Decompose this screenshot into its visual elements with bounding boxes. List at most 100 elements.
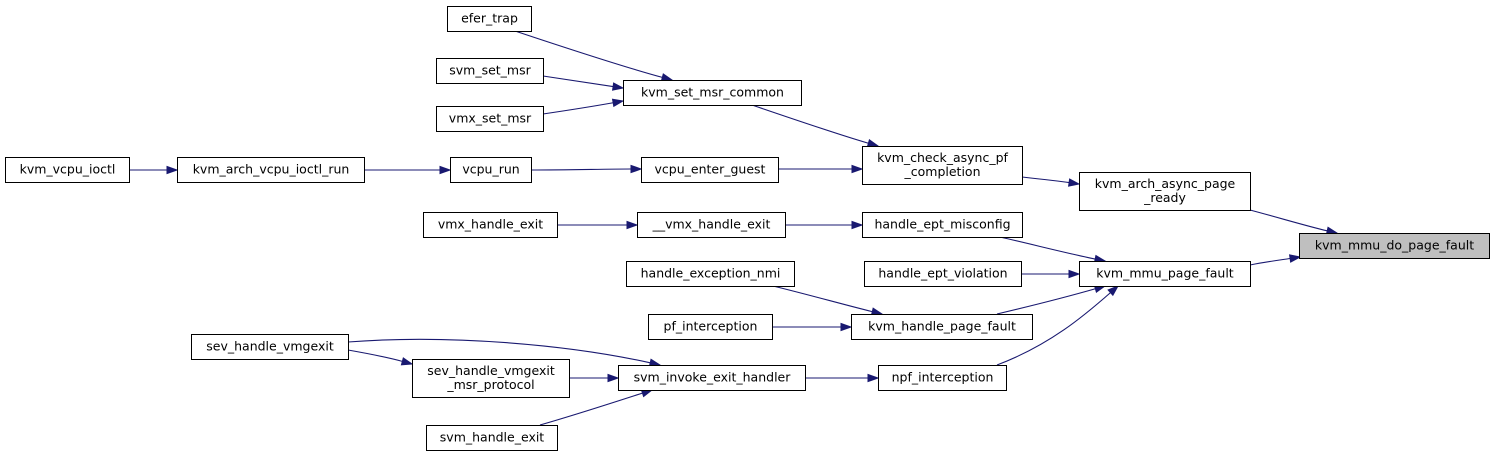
- node-handle-ept-violation[interactable]: handle_ept_violation: [864, 261, 1022, 287]
- node-label: sev_handle_vmgexit: [206, 339, 334, 354]
- node-box: [641, 157, 779, 183]
- node-kvm-handle-page-fault[interactable]: kvm_handle_page_fault: [851, 314, 1033, 340]
- edge-line: [999, 236, 1096, 260]
- node-label: kvm_mmu_page_fault: [1096, 266, 1234, 281]
- node-sev-handle-vmgexit-msr-protocol[interactable]: sev_handle_vmgexit_msr_protocol: [412, 359, 570, 398]
- edge-line: [996, 288, 1096, 315]
- edge-line: [542, 75, 614, 88]
- call-edge: [999, 236, 1107, 264]
- node-label: npf_interception: [892, 370, 994, 385]
- node-handle-exception-nmi[interactable]: handle_exception_nmi: [626, 261, 795, 287]
- node-box: [618, 365, 806, 391]
- node-box: [626, 261, 795, 287]
- node-box: [862, 212, 1023, 238]
- node-label: efer_trap: [461, 11, 518, 26]
- arrowhead-icon: [1067, 178, 1081, 187]
- edge-line: [539, 392, 643, 426]
- node-box: [864, 261, 1022, 287]
- call-edge: [1249, 209, 1339, 235]
- arrowhead-icon: [400, 357, 414, 366]
- node-label: sev_handle_vmgexit: [427, 363, 555, 378]
- call-edge: [1020, 269, 1081, 279]
- node-box: [447, 6, 532, 32]
- node-label: kvm_set_msr_common: [641, 85, 784, 100]
- node-kvm-mmu-do-page-fault[interactable]: kvm_mmu_do_page_fault: [1299, 233, 1490, 259]
- arrowhead-icon: [1288, 254, 1302, 263]
- node-label: kvm_mmu_do_page_fault: [1315, 238, 1474, 253]
- node-kvm-set-msr-common[interactable]: kvm_set_msr_common: [623, 80, 802, 106]
- node-label: vmx_set_msr: [449, 111, 532, 126]
- node-label: svm_set_msr: [449, 63, 531, 78]
- node-label: pf_interception: [664, 319, 758, 334]
- node-kvm-mmu-page-fault[interactable]: kvm_mmu_page_fault: [1079, 261, 1251, 287]
- node-label: kvm_arch_vcpu_ioctl_run: [193, 162, 350, 177]
- function-nodes: kvm_mmu_do_page_fault kvm_arch_async_page…: [5, 6, 1490, 451]
- node-box: [1079, 172, 1251, 211]
- node-kvm-vcpu-ioctl[interactable]: kvm_vcpu_ioctl: [5, 157, 130, 183]
- arrowhead-icon: [851, 164, 864, 174]
- node-vcpu-run[interactable]: vcpu_run: [450, 157, 532, 183]
- node-label: kvm_arch_async_page: [1095, 176, 1236, 191]
- arrowhead-icon: [626, 220, 639, 230]
- call-edge: [364, 165, 452, 175]
- edge-line: [1021, 176, 1070, 184]
- edge-line: [751, 104, 869, 144]
- call-edge: [129, 165, 179, 175]
- call-edge: [568, 373, 620, 383]
- node-box: [423, 212, 558, 238]
- node-label: kvm_handle_page_fault: [868, 319, 1016, 334]
- arrowhead-icon: [660, 73, 674, 82]
- node-svm-invoke-exit-handler[interactable]: svm_invoke_exit_handler: [618, 365, 806, 391]
- node-label: handle_ept_misconfig: [874, 217, 1010, 232]
- node-svm-set-msr[interactable]: svm_set_msr: [436, 58, 544, 84]
- node-box: [412, 359, 570, 398]
- node-box: [426, 425, 558, 451]
- node-box: [862, 146, 1023, 185]
- node-svm-handle-exit[interactable]: svm_handle_exit: [426, 425, 558, 451]
- arrowhead-icon: [630, 164, 643, 174]
- node-vmx-handle-exit[interactable]: vmx_handle_exit: [423, 212, 558, 238]
- call-edge: [542, 75, 625, 91]
- arrowhead-icon: [1068, 269, 1081, 279]
- node-box: [623, 80, 802, 106]
- edge-line: [542, 102, 614, 115]
- node-kvm-arch-vcpu-ioctl-run[interactable]: kvm_arch_vcpu_ioctl_run: [177, 157, 365, 183]
- node-label: kvm_vcpu_ioctl: [20, 162, 116, 177]
- node-label: _msr_protocol: [446, 377, 534, 392]
- call-edge: [1021, 176, 1081, 187]
- node-vmx-handle-exit[interactable]: __vmx_handle_exit: [637, 212, 786, 238]
- node-box: [436, 106, 544, 132]
- call-edge: [751, 104, 880, 148]
- call-edge: [556, 220, 639, 230]
- call-edge: [996, 284, 1107, 315]
- call-edge: [996, 285, 1120, 366]
- call-edge: [347, 349, 414, 366]
- node-box: [177, 157, 365, 183]
- edge-line: [514, 30, 663, 78]
- call-edge: [1249, 254, 1302, 266]
- arrowhead-icon: [611, 82, 625, 91]
- node-box: [450, 157, 532, 183]
- node-handle-ept-misconfig[interactable]: handle_ept_misconfig: [862, 212, 1023, 238]
- node-kvm-arch-async-page-ready[interactable]: kvm_arch_async_page_ready: [1079, 172, 1251, 211]
- node-box: [851, 314, 1033, 340]
- node-kvm-check-async-pf-completion[interactable]: kvm_check_async_pf_completion: [862, 146, 1023, 185]
- node-label: svm_handle_exit: [440, 430, 545, 445]
- node-npf-interception[interactable]: npf_interception: [878, 365, 1007, 391]
- arrowhead-icon: [439, 165, 452, 175]
- node-pf-interception[interactable]: pf_interception: [648, 314, 773, 340]
- node-box: [637, 212, 786, 238]
- node-label: vcpu_enter_guest: [655, 162, 766, 177]
- node-vmx-set-msr[interactable]: vmx_set_msr: [436, 106, 544, 132]
- edge-line: [1249, 257, 1291, 266]
- node-sev-handle-vmgexit[interactable]: sev_handle_vmgexit: [191, 334, 349, 360]
- arrowhead-icon: [607, 373, 620, 383]
- edge-line: [347, 338, 651, 364]
- node-vcpu-enter-guest[interactable]: vcpu_enter_guest: [641, 157, 779, 183]
- arrowhead-icon: [1107, 285, 1120, 297]
- edge-line: [996, 292, 1111, 366]
- node-efer-trap[interactable]: efer_trap: [447, 6, 532, 32]
- arrowhead-icon: [851, 220, 864, 230]
- call-edge: [804, 373, 880, 383]
